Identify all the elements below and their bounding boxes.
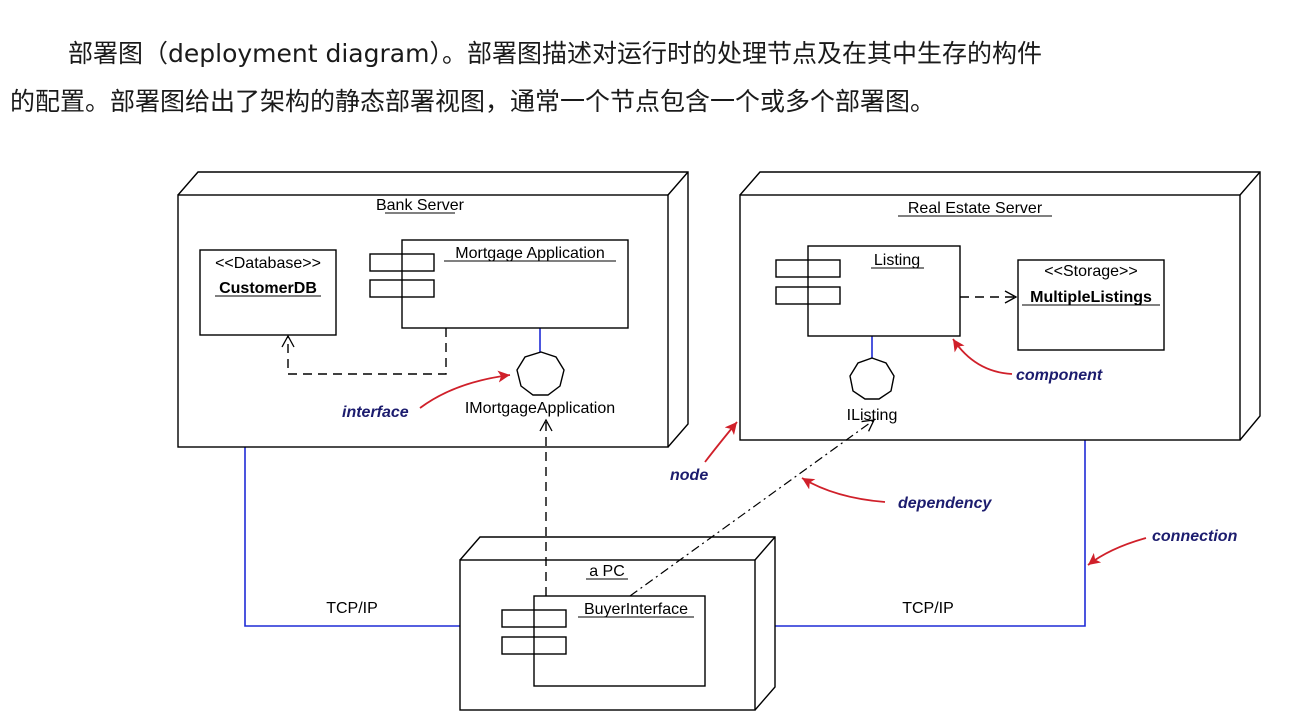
storage-name: MultipleListings (1030, 289, 1152, 306)
annotation-connection: connection (1152, 528, 1238, 545)
component-listing: Listing (775, 245, 961, 337)
interface-circle-imortgage (516, 351, 565, 396)
annotation-component: component (1016, 367, 1103, 384)
connection-pc-to-realestate (775, 440, 1086, 627)
connection-bank-to-pc (244, 447, 460, 627)
customer-db-name: CustomerDB (219, 280, 317, 297)
connection-lines (244, 328, 1086, 627)
interface-ilisting: IListing (847, 357, 898, 424)
annotation-arrows (419, 338, 1147, 566)
connection-label-right: TCP/IP (902, 600, 954, 617)
annotation-arrow-interface (419, 370, 511, 409)
mortgage-application-label: Mortgage Application (455, 245, 604, 262)
dependency-mortgage-to-db (281, 328, 447, 375)
interface-circle-ilisting (849, 357, 895, 400)
artifact-customer-db: <<Database>> CustomerDB (199, 249, 337, 336)
annotation-node: node (670, 467, 708, 484)
node-label-pc: a PC (589, 563, 625, 580)
customer-db-stereotype: <<Database>> (215, 255, 321, 272)
annotation-dependency: dependency (898, 495, 992, 512)
buyer-interface-label: BuyerInterface (584, 601, 688, 618)
node-label-bank-server: Bank Server (376, 197, 465, 214)
annotation-arrow-connection (1087, 537, 1147, 566)
annotation-arrow-node (704, 421, 738, 463)
node-label-real-estate-server: Real Estate Server (908, 200, 1043, 217)
node-real-estate-server: Real Estate Server (739, 171, 1261, 441)
annotation-arrow-component (952, 338, 1013, 375)
intro-line-1: 部署图（deployment diagram）。部署图描述对运行时的处理节点及在… (68, 39, 1042, 68)
intro-line-2: 的配置。部署图给出了架构的静态部署视图，通常一个节点包含一个或多个部署图。 (10, 87, 936, 116)
dependency-buyer-to-ilisting (629, 419, 876, 597)
imortgage-label: IMortgageApplication (465, 400, 615, 417)
component-buyer-interface: BuyerInterface (501, 595, 706, 687)
ilisting-label: IListing (847, 407, 898, 424)
annotation-interface: interface (342, 404, 409, 421)
node-pc: a PC (459, 536, 776, 711)
annotation-arrow-dependency (801, 477, 886, 503)
intro-paragraph: 部署图（deployment diagram）。部署图描述对运行时的处理节点及在… (10, 30, 1290, 126)
artifact-multiple-listings: <<Storage>> MultipleListings (1017, 259, 1165, 351)
node-bank-server: Bank Server (177, 171, 689, 448)
storage-stereotype: <<Storage>> (1044, 263, 1137, 280)
component-mortgage-application: Mortgage Application (369, 239, 629, 329)
connection-label-left: TCP/IP (326, 600, 378, 617)
listing-label: Listing (874, 252, 920, 269)
interface-imortgage: IMortgageApplication (465, 351, 615, 417)
